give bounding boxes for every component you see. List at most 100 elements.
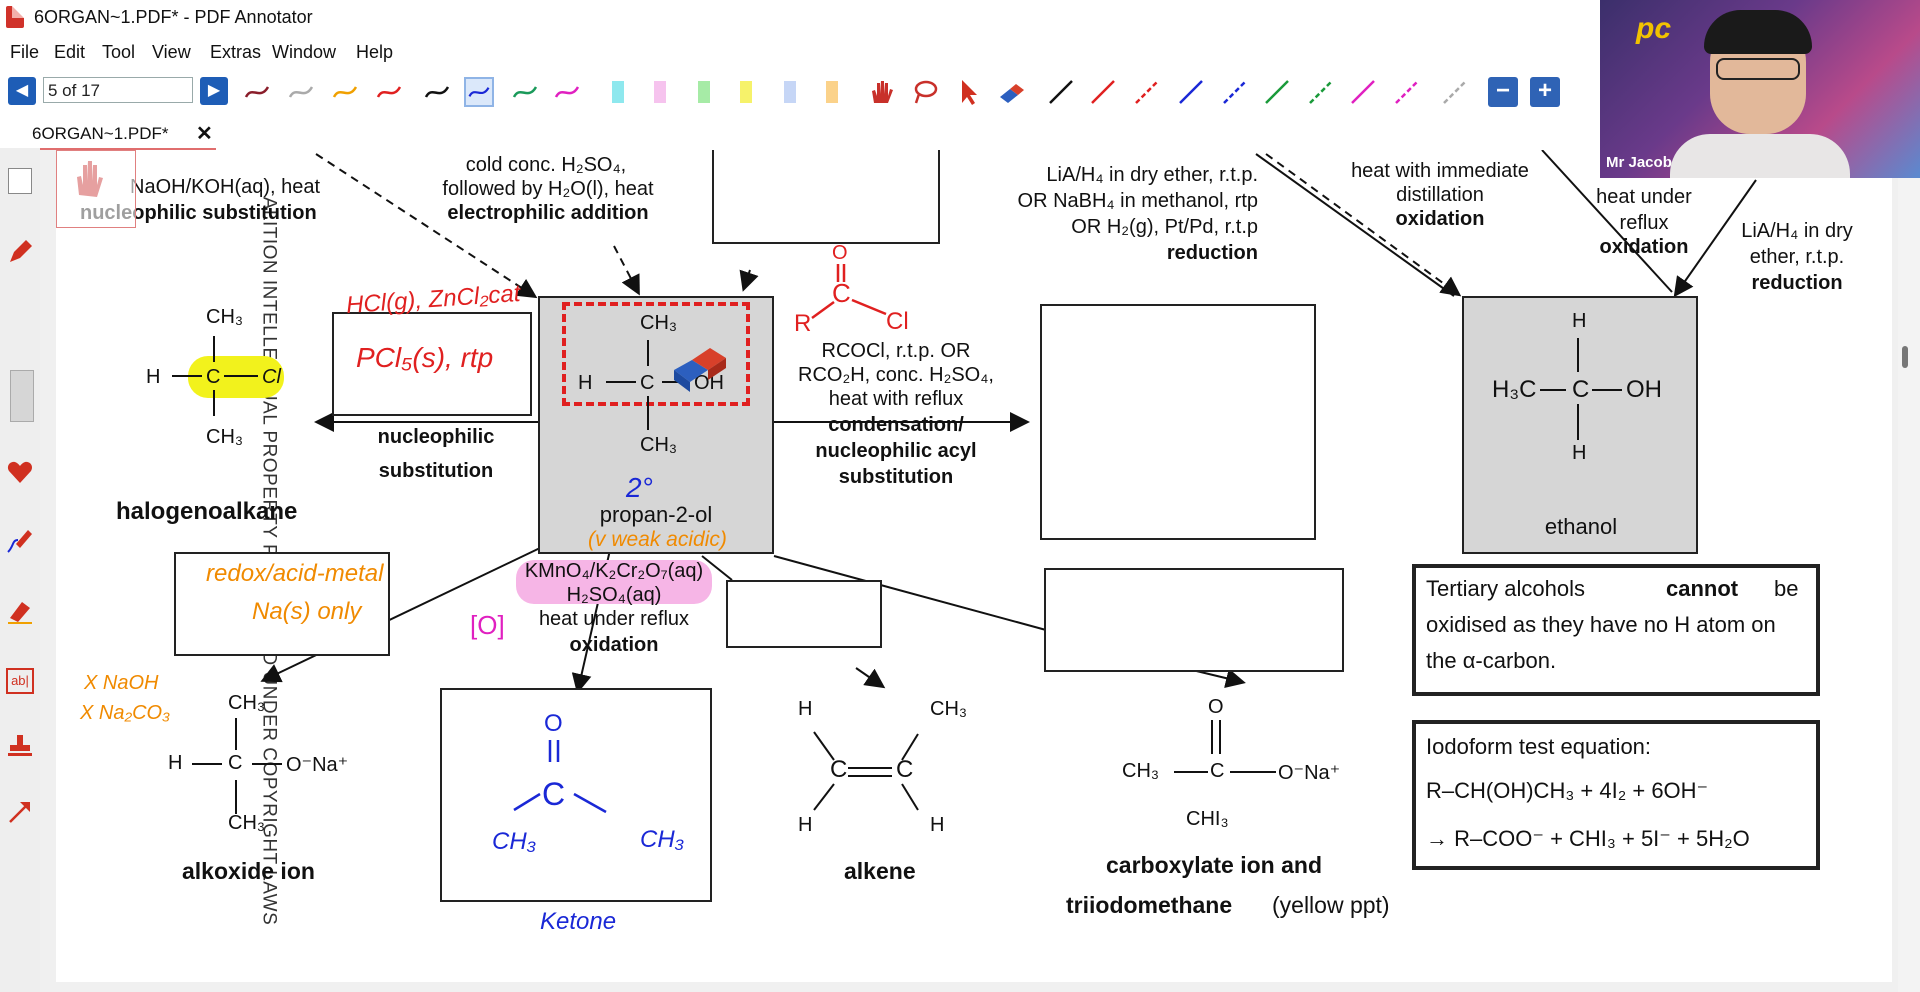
oxidation-reflux-label: oxidation	[1599, 236, 1689, 258]
pen-orange-icon[interactable]	[330, 77, 360, 107]
highlighter-yellow-icon[interactable]	[740, 81, 752, 103]
lasso-tool-icon[interactable]	[910, 77, 940, 107]
line-black-icon[interactable]	[1046, 77, 1076, 107]
propanol-c: C	[640, 372, 655, 394]
next-page-button[interactable]: ▶	[200, 77, 228, 105]
marker-icon[interactable]	[6, 526, 34, 554]
pen-grey-icon[interactable]	[286, 77, 316, 107]
propanol-h: H	[578, 372, 593, 394]
dashed-line-red-icon[interactable]	[1132, 77, 1162, 107]
propanol-bonds	[606, 340, 688, 430]
menu-file[interactable]: File	[10, 42, 40, 62]
chi3-label: CHI₃	[1186, 808, 1229, 830]
ink-secondary: 2°	[626, 472, 653, 503]
previous-page-button[interactable]: ◀	[8, 77, 36, 105]
line-green-icon[interactable]	[1262, 77, 1292, 107]
lialh4-dry-label: LiA/H₄ in dry	[1741, 220, 1853, 242]
highlighter-tool-icon[interactable]	[6, 596, 34, 624]
menu-bar: File Edit Tool View Extras Window Help	[0, 36, 1600, 68]
eraser-tool-icon[interactable]	[996, 77, 1026, 107]
pdf-annotator-app-icon	[6, 6, 24, 28]
ethanol-box	[1462, 296, 1698, 554]
page-thumbnail-icon[interactable]	[8, 168, 32, 194]
presenter-glasses	[1716, 58, 1800, 80]
zoom-out-button[interactable]: −	[1488, 77, 1518, 107]
close-tab-icon[interactable]: ✕	[196, 123, 213, 145]
page-number-input[interactable]: 5 of 17	[43, 77, 193, 103]
reduction-right-label: reduction	[1751, 272, 1843, 294]
text-box-tool-icon[interactable]: ab|	[6, 668, 34, 694]
pen-darkred-icon[interactable]	[242, 77, 272, 107]
ink-x-na2co3: X Na₂CO₃	[80, 702, 171, 724]
alkoxide-answer-box	[174, 552, 390, 656]
pen-green-icon[interactable]	[510, 77, 540, 107]
hand-tool-icon[interactable]	[866, 77, 896, 107]
alkoxide-c: C	[228, 752, 243, 774]
dehydration-answer-box	[726, 580, 882, 648]
ethanol-h-top: H	[1572, 310, 1587, 332]
ink-ketone-label: Ketone	[540, 908, 617, 935]
alkene-h3: H	[930, 814, 945, 836]
pen-magenta-icon[interactable]	[552, 77, 582, 107]
highlighter-green-icon[interactable]	[698, 81, 710, 103]
menu-edit[interactable]: Edit	[54, 42, 86, 62]
line-blue-icon[interactable]	[1176, 77, 1206, 107]
propanol-oh: OH	[694, 372, 724, 394]
ink-acyl-bonds	[811, 264, 887, 320]
dashed-line-magenta-icon[interactable]	[1392, 77, 1422, 107]
rco2h-label: RCO₂H, conc. H₂SO₄,	[798, 364, 994, 386]
halo-bonds	[172, 336, 258, 416]
alkene-h1: H	[798, 698, 813, 720]
menu-help[interactable]: Help	[356, 42, 394, 62]
stamp-tool-icon[interactable]	[6, 732, 34, 760]
arrow-tool-icon[interactable]	[6, 798, 34, 826]
ethanol-oh: OH	[1626, 376, 1662, 403]
dashed-line-green-icon[interactable]	[1306, 77, 1336, 107]
iodoform-rhs: → R–COO⁻ + CHI₃ + 5I⁻ + 5H₂O	[1426, 826, 1750, 851]
highlighter-cyan-icon[interactable]	[612, 81, 624, 103]
line-red-icon[interactable]	[1088, 77, 1118, 107]
highlighter-pink-icon[interactable]	[654, 81, 666, 103]
tab-document[interactable]: 6ORGAN~1.PDF* ✕	[6, 118, 216, 151]
tertiary-text-be: be	[1774, 576, 1799, 601]
substitution-label: substitution	[378, 460, 494, 482]
propanol-ch3-top: CH₃	[640, 312, 678, 334]
pen-red-icon[interactable]	[374, 77, 404, 107]
dashed-line-grey-icon[interactable]	[1440, 77, 1470, 107]
ink-ketone-bonds	[513, 740, 607, 814]
tab-label: 6ORGAN~1.PDF*	[32, 124, 169, 143]
menu-view[interactable]: View	[152, 42, 191, 62]
dashed-line-blue-icon[interactable]	[1220, 77, 1250, 107]
alkene-c1: C	[830, 756, 848, 783]
halo-ch3-top: CH₃	[206, 306, 244, 328]
presenter-hair	[1704, 10, 1812, 54]
alkoxide-ch3-bot: CH₃	[228, 812, 266, 834]
vertical-scrollbar[interactable]	[1898, 150, 1920, 992]
heat-under-label: heat under	[1596, 186, 1692, 208]
highlighter-orange-icon[interactable]	[826, 81, 838, 103]
menu-tool[interactable]: Tool	[102, 42, 136, 62]
left-tool-panel: ab|	[0, 148, 40, 992]
menu-extras[interactable]: Extras	[210, 42, 262, 62]
pen-tool-icon[interactable]	[6, 238, 34, 266]
ink-oxidant: [O]	[470, 610, 505, 640]
favorites-heart-icon[interactable]	[6, 458, 34, 486]
select-arrow-icon[interactable]	[954, 77, 984, 107]
ink-weak-acidic: (v weak acidic)	[588, 528, 727, 551]
triiodomethane-label: triiodomethane	[1066, 892, 1233, 918]
carboxylate-label: carboxylate ion and	[1106, 852, 1323, 878]
panel-scroll-widget[interactable]	[10, 370, 34, 422]
hand-cursor-icon	[77, 161, 103, 197]
alkoxide-bonds	[192, 718, 282, 814]
zoom-in-button[interactable]: +	[1530, 77, 1560, 107]
scrollbar-thumb[interactable]	[1902, 346, 1908, 368]
menu-window[interactable]: Window	[272, 42, 337, 62]
ethanol-h3c: H₃C	[1492, 376, 1537, 403]
pen-blue-icon[interactable]	[464, 77, 494, 107]
pdf-page: ALITION INTELLECTUAL PROPERTY PROTECTED …	[56, 150, 1892, 982]
line-magenta-icon[interactable]	[1348, 77, 1378, 107]
tertiary-text-line2: oxidised as they have no H atom on	[1426, 612, 1776, 637]
pen-black-icon[interactable]	[422, 77, 452, 107]
highlighter-blue-icon[interactable]	[784, 81, 796, 103]
naoh-reagent-label: NaOH/KOH(aq), heat	[130, 176, 321, 198]
